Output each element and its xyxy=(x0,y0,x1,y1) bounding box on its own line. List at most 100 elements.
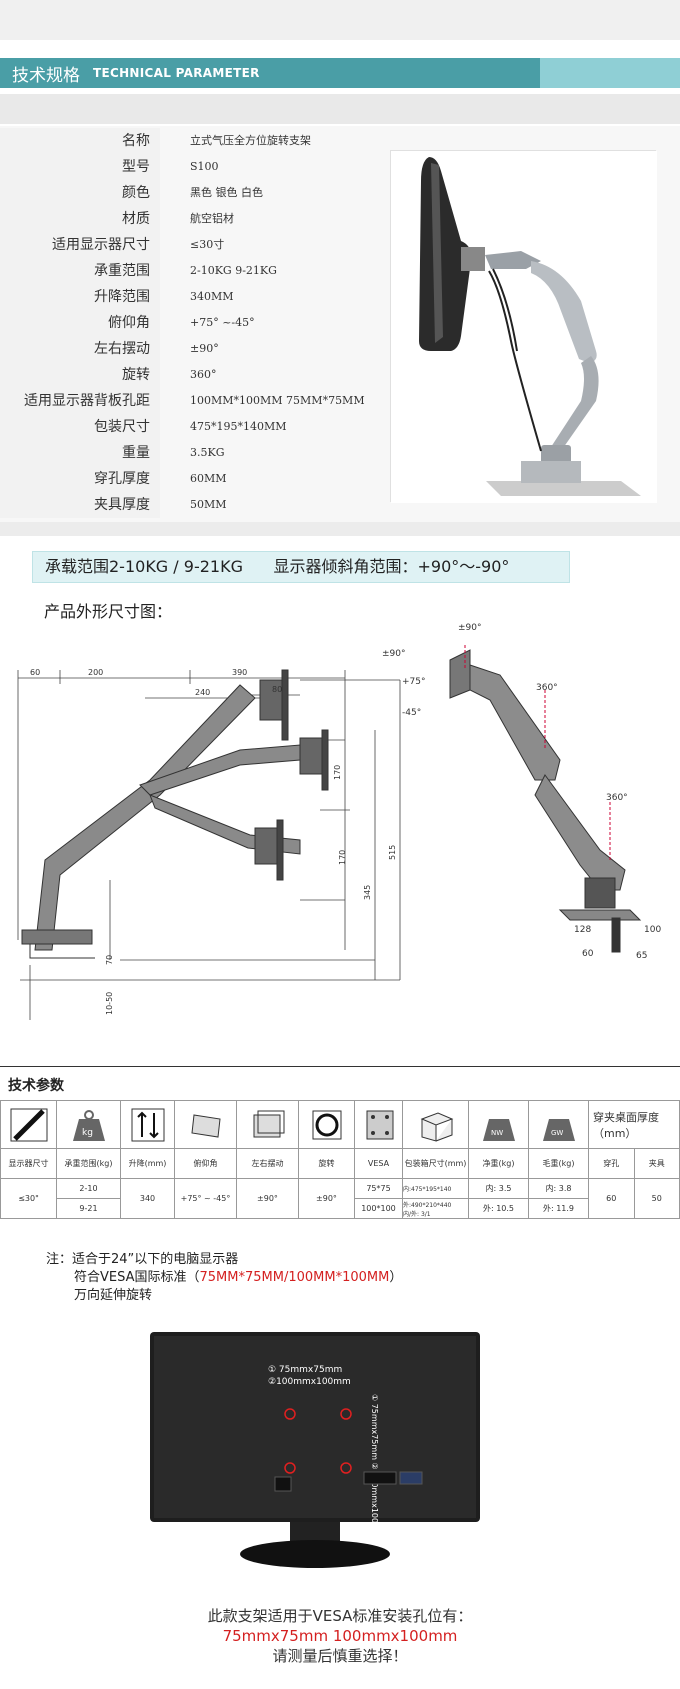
tech-header-cell: 包装箱尺寸(mm) xyxy=(402,1148,469,1179)
gray-band xyxy=(0,94,680,124)
spec-value: 60MM xyxy=(190,472,227,485)
spec-row: 穿孔厚度 60MM xyxy=(0,466,680,492)
base-60: 60 xyxy=(582,949,594,959)
pivot-90-left: ±90° xyxy=(382,649,406,659)
box-icon xyxy=(420,1111,453,1142)
dim-60: 60 xyxy=(30,668,40,677)
rotate-360b: 360° xyxy=(606,793,628,803)
tech-header-cell: 夹具 xyxy=(633,1148,680,1179)
tech-header-cell: 俯仰角 xyxy=(174,1148,237,1179)
note-line2a: 符合VESA国际标准（ xyxy=(74,1270,200,1285)
cell-pack1: 内:475*195*140 xyxy=(402,1178,469,1199)
bottom-line3: 请测量后慎重选择！ xyxy=(272,1647,408,1665)
weight-icon-label: kg xyxy=(82,1128,93,1138)
section-title-en: TECHNICAL PARAMETER xyxy=(93,66,260,80)
cell-gw2: 外: 11.9 xyxy=(528,1198,589,1219)
spec-label: 夹具厚度 xyxy=(0,492,160,518)
pivot-75: +75° xyxy=(402,677,426,687)
spec-label: 名称 xyxy=(0,128,160,154)
tech-divider xyxy=(0,1066,680,1067)
cell-hole: 60 xyxy=(588,1178,635,1219)
swing-icon xyxy=(253,1110,284,1137)
cell-tilt: +75° ~ -45° xyxy=(174,1178,237,1219)
cell-rotate: ±90° xyxy=(298,1178,355,1219)
bottom-notice: 此款支架适用于VESA标准安装孔位有： 75mmx75mm 100mmx100m… xyxy=(0,1606,680,1666)
spec-row: 名称 立式气压全方位旋转支架 xyxy=(0,128,680,154)
desk-thickness-header: 穿夹桌面厚度（mm） xyxy=(588,1100,680,1149)
dim-70: 70 xyxy=(105,955,114,965)
vesa-label-side: ① 75mmx75mm ② 100mmx100mm xyxy=(370,1394,379,1539)
tech-header-cell: 穿孔 xyxy=(588,1148,635,1179)
spec-row: 重量 3.5KG xyxy=(0,440,680,466)
spec-label: 适用显示器尺寸 xyxy=(0,232,160,258)
cell-vesa2: 100*100 xyxy=(354,1198,403,1219)
spec-label: 升降范围 xyxy=(0,284,160,310)
cell-load2: 9-21 xyxy=(56,1198,121,1219)
diagonal-icon xyxy=(10,1108,47,1141)
net-weight-icon-label: NW xyxy=(491,1129,503,1137)
spec-value: 360° xyxy=(190,368,217,381)
base-128: 128 xyxy=(574,925,591,935)
load-range-banner: 承载范围2-10KG / 9-21KG 显示器倾斜角范围：+90°～-90° xyxy=(32,551,570,583)
cell-lift: 340 xyxy=(120,1178,175,1219)
spec-value: 3.5KG xyxy=(190,446,225,459)
note-line2c: ） xyxy=(389,1270,403,1285)
spec-value: 340MM xyxy=(190,290,234,303)
cell-nw1: 内: 3.5 xyxy=(468,1178,529,1199)
net-weight-icon: NW xyxy=(482,1118,515,1141)
pivot-minus45: -45° xyxy=(402,708,421,718)
cell-gw1: 内: 3.8 xyxy=(528,1178,589,1199)
cell-pack2-text: 外:490*210*440 xyxy=(403,1201,452,1209)
spec-row: 型号 S100 xyxy=(0,154,680,180)
note-line2b: 75MM*75MM/100MM*100MM xyxy=(199,1270,390,1285)
dim-200: 200 xyxy=(88,668,103,677)
spec-label: 左右摆动 xyxy=(0,336,160,362)
cell-size: ≤30" xyxy=(0,1178,57,1219)
tech-title: 技术参数 xyxy=(8,1078,64,1094)
tech-header-cell: 旋转 xyxy=(298,1148,355,1179)
tech-header-cell: 左右摆动 xyxy=(236,1148,299,1179)
dim-170a: 170 xyxy=(333,765,342,780)
monitor-back-photo: ① 75mmx75mm ②100mmx100mm ① 75mmx75mm ② 1… xyxy=(150,1332,480,1568)
spec-label: 重量 xyxy=(0,440,160,466)
spec-label: 俯仰角 xyxy=(0,310,160,336)
dimension-title: 产品外形尺寸图： xyxy=(44,602,173,621)
spec-row: 旋转 360° xyxy=(0,362,680,388)
cell-pack3-text: 内/外: 3/1 xyxy=(403,1210,431,1218)
spec-row: 夹具厚度 50MM xyxy=(0,492,680,518)
spec-row: 材质航空铝材 xyxy=(0,206,680,232)
section-title-cn: 技术规格 xyxy=(12,66,80,86)
spec-row: 适用显示器尺寸≤30寸 xyxy=(0,232,680,258)
dim-390: 390 xyxy=(232,668,247,677)
spec-label: 型号 xyxy=(0,154,160,180)
spec-value: 50MM xyxy=(190,498,227,511)
spec-value: S100 xyxy=(190,160,219,173)
spec-value: 立式气压全方位旋转支架 xyxy=(190,134,311,147)
tilt-icon xyxy=(190,1113,221,1138)
spec-value: 100MM*100MM 75MM*75MM xyxy=(190,394,365,407)
note-line3: 万向延伸旋转 xyxy=(74,1288,153,1303)
spec-label: 穿孔厚度 xyxy=(0,466,160,492)
tech-header-cell: 承重范围(kg) xyxy=(56,1148,121,1179)
spec-label: 旋转 xyxy=(0,362,160,388)
dim-515: 515 xyxy=(388,845,397,860)
spec-value: 黑色 银色 白色 xyxy=(190,186,263,199)
spec-label: 包装尺寸 xyxy=(0,414,160,440)
base-65: 65 xyxy=(636,951,647,961)
spec-label: 颜色 xyxy=(0,180,160,206)
vesa-label-2: ②100mmx100mm xyxy=(268,1377,351,1387)
spec-label: 材质 xyxy=(0,206,160,232)
bottom-line2: 75mmx75mm 100mmx100mm xyxy=(222,1627,458,1645)
lift-icon xyxy=(131,1108,164,1141)
spec-row: 颜色 黑色 银色 白色 xyxy=(0,180,680,206)
usage-note: 注：适合于24”以下的电脑显示器 符合VESA国际标准（75MM*75MM/10… xyxy=(46,1251,402,1305)
gross-weight-icon: GW xyxy=(542,1118,575,1141)
cell-nw2: 外: 10.5 xyxy=(468,1198,529,1219)
cell-load1: 2-10 xyxy=(56,1178,121,1199)
tech-header-cell: 显示器尺寸 xyxy=(0,1148,57,1179)
dim-170b: 170 xyxy=(338,850,347,865)
